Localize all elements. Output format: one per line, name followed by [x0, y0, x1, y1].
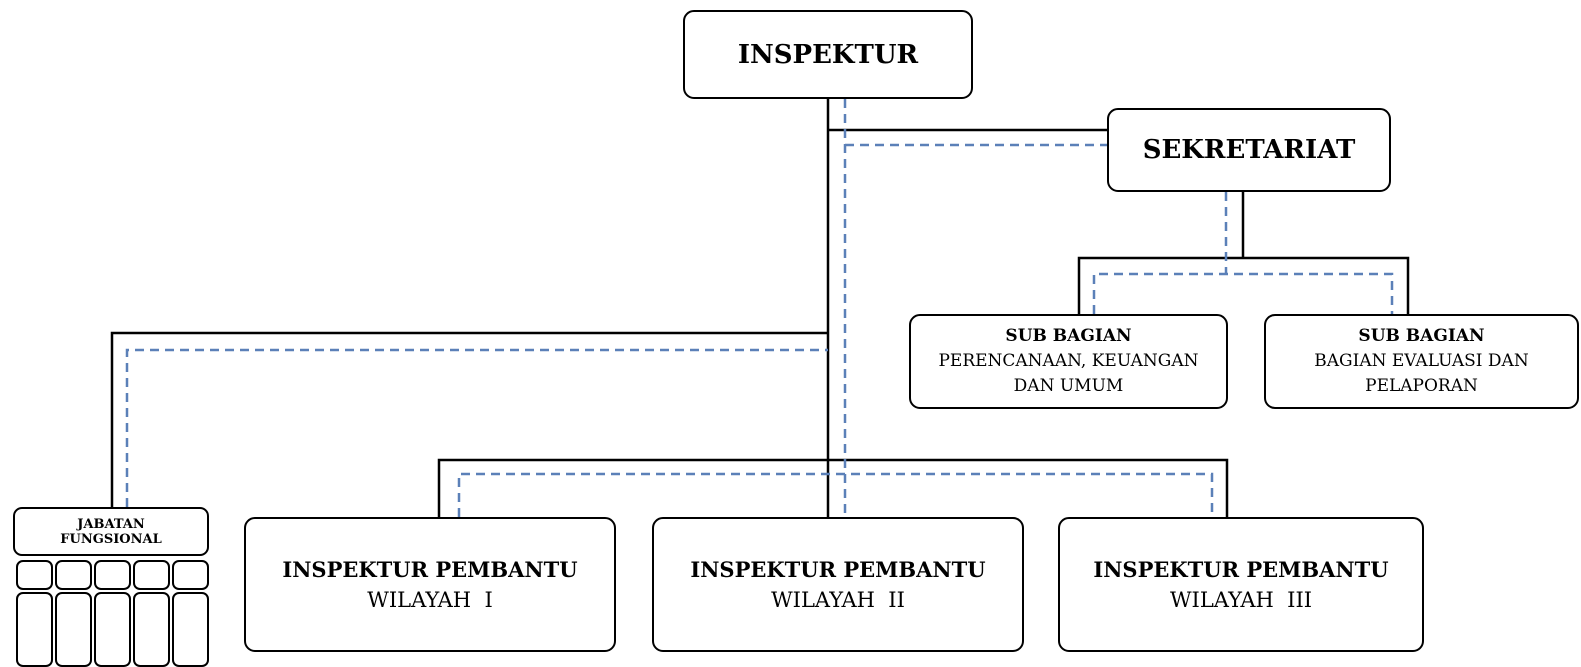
sub-bagian-title: SUB BAGIAN [1358, 326, 1485, 346]
coordination-lines [125, 99, 1394, 517]
inspektur-pembantu-wilayah-1-box: INSPEKTUR PEMBANTU WILAYAH I [244, 517, 616, 652]
jabatan-fungsional-slot [55, 560, 92, 590]
jabatan-fungsional-slot [16, 560, 53, 590]
inspektur-pembantu-wilayah-3-box: INSPEKTUR PEMBANTU WILAYAH III [1058, 517, 1424, 652]
wilayah-bracket [437, 458, 1229, 517]
sub-bagian-line: PELAPORAN [1365, 376, 1478, 396]
inspektur-pembantu-title: INSPEKTUR PEMBANTU [690, 556, 986, 582]
jabatan-fungsional-line: JABATAN [77, 516, 145, 532]
sub-bagian-perencanaan-box: SUB BAGIAN PERENCANAAN, KEUANGAN DAN UMU… [909, 314, 1228, 409]
jabatan-fungsional-slot [55, 592, 92, 667]
wilayah-label: WILAYAH II [771, 587, 905, 612]
coord-wilayah-bracket [457, 472, 1214, 517]
jabatan-fungsional-slot [172, 592, 209, 667]
wilayah-label: WILAYAH I [367, 587, 493, 612]
inspektur-pembantu-wilayah-2-box: INSPEKTUR PEMBANTU WILAYAH II [652, 517, 1024, 652]
jabatan-fungsional-slot [133, 560, 170, 590]
sub-bagian-line: DAN UMUM [1013, 376, 1124, 396]
jabatan-fungsional-slot [94, 592, 131, 667]
inspektur-title: INSPEKTUR [737, 39, 919, 70]
sub-bagian-evaluasi-box: SUB BAGIAN BAGIAN EVALUASI DAN PELAPORAN [1264, 314, 1579, 409]
jabatan-fungsional-line: FUNGSIONAL [60, 531, 162, 547]
sub-bagian-line: PERENCANAAN, KEUANGAN [938, 351, 1199, 371]
wilayah-label: WILAYAH III [1169, 587, 1313, 612]
sub-bagian-line: BAGIAN EVALUASI DAN [1314, 351, 1529, 371]
jabatan-fungsional-slot [133, 592, 170, 667]
inspektur-pembantu-title: INSPEKTUR PEMBANTU [282, 556, 578, 582]
jabatan-fungsional-group: JABATAN FUNGSIONAL [13, 507, 209, 667]
sub-bagian-bracket [1077, 256, 1410, 314]
jabatan-fungsional-box: JABATAN FUNGSIONAL [13, 507, 209, 556]
jabatan-fungsional-slot [94, 560, 131, 590]
jabatan-fungsional-slot [172, 560, 209, 590]
sekretariat-box: SEKRETARIAT [1107, 108, 1391, 192]
inspektur-box: INSPEKTUR [683, 10, 973, 99]
inspektur-pembantu-title: INSPEKTUR PEMBANTU [1093, 556, 1389, 582]
coord-jabatan-line [125, 348, 828, 507]
jabatan-branch-line [110, 331, 828, 507]
sub-bagian-title: SUB BAGIAN [1005, 326, 1132, 346]
command-lines [110, 99, 1410, 517]
jabatan-fungsional-slot [16, 592, 53, 667]
coord-sub-bagian-bracket [1092, 272, 1394, 314]
sekretariat-title: SEKRETARIAT [1142, 135, 1356, 165]
